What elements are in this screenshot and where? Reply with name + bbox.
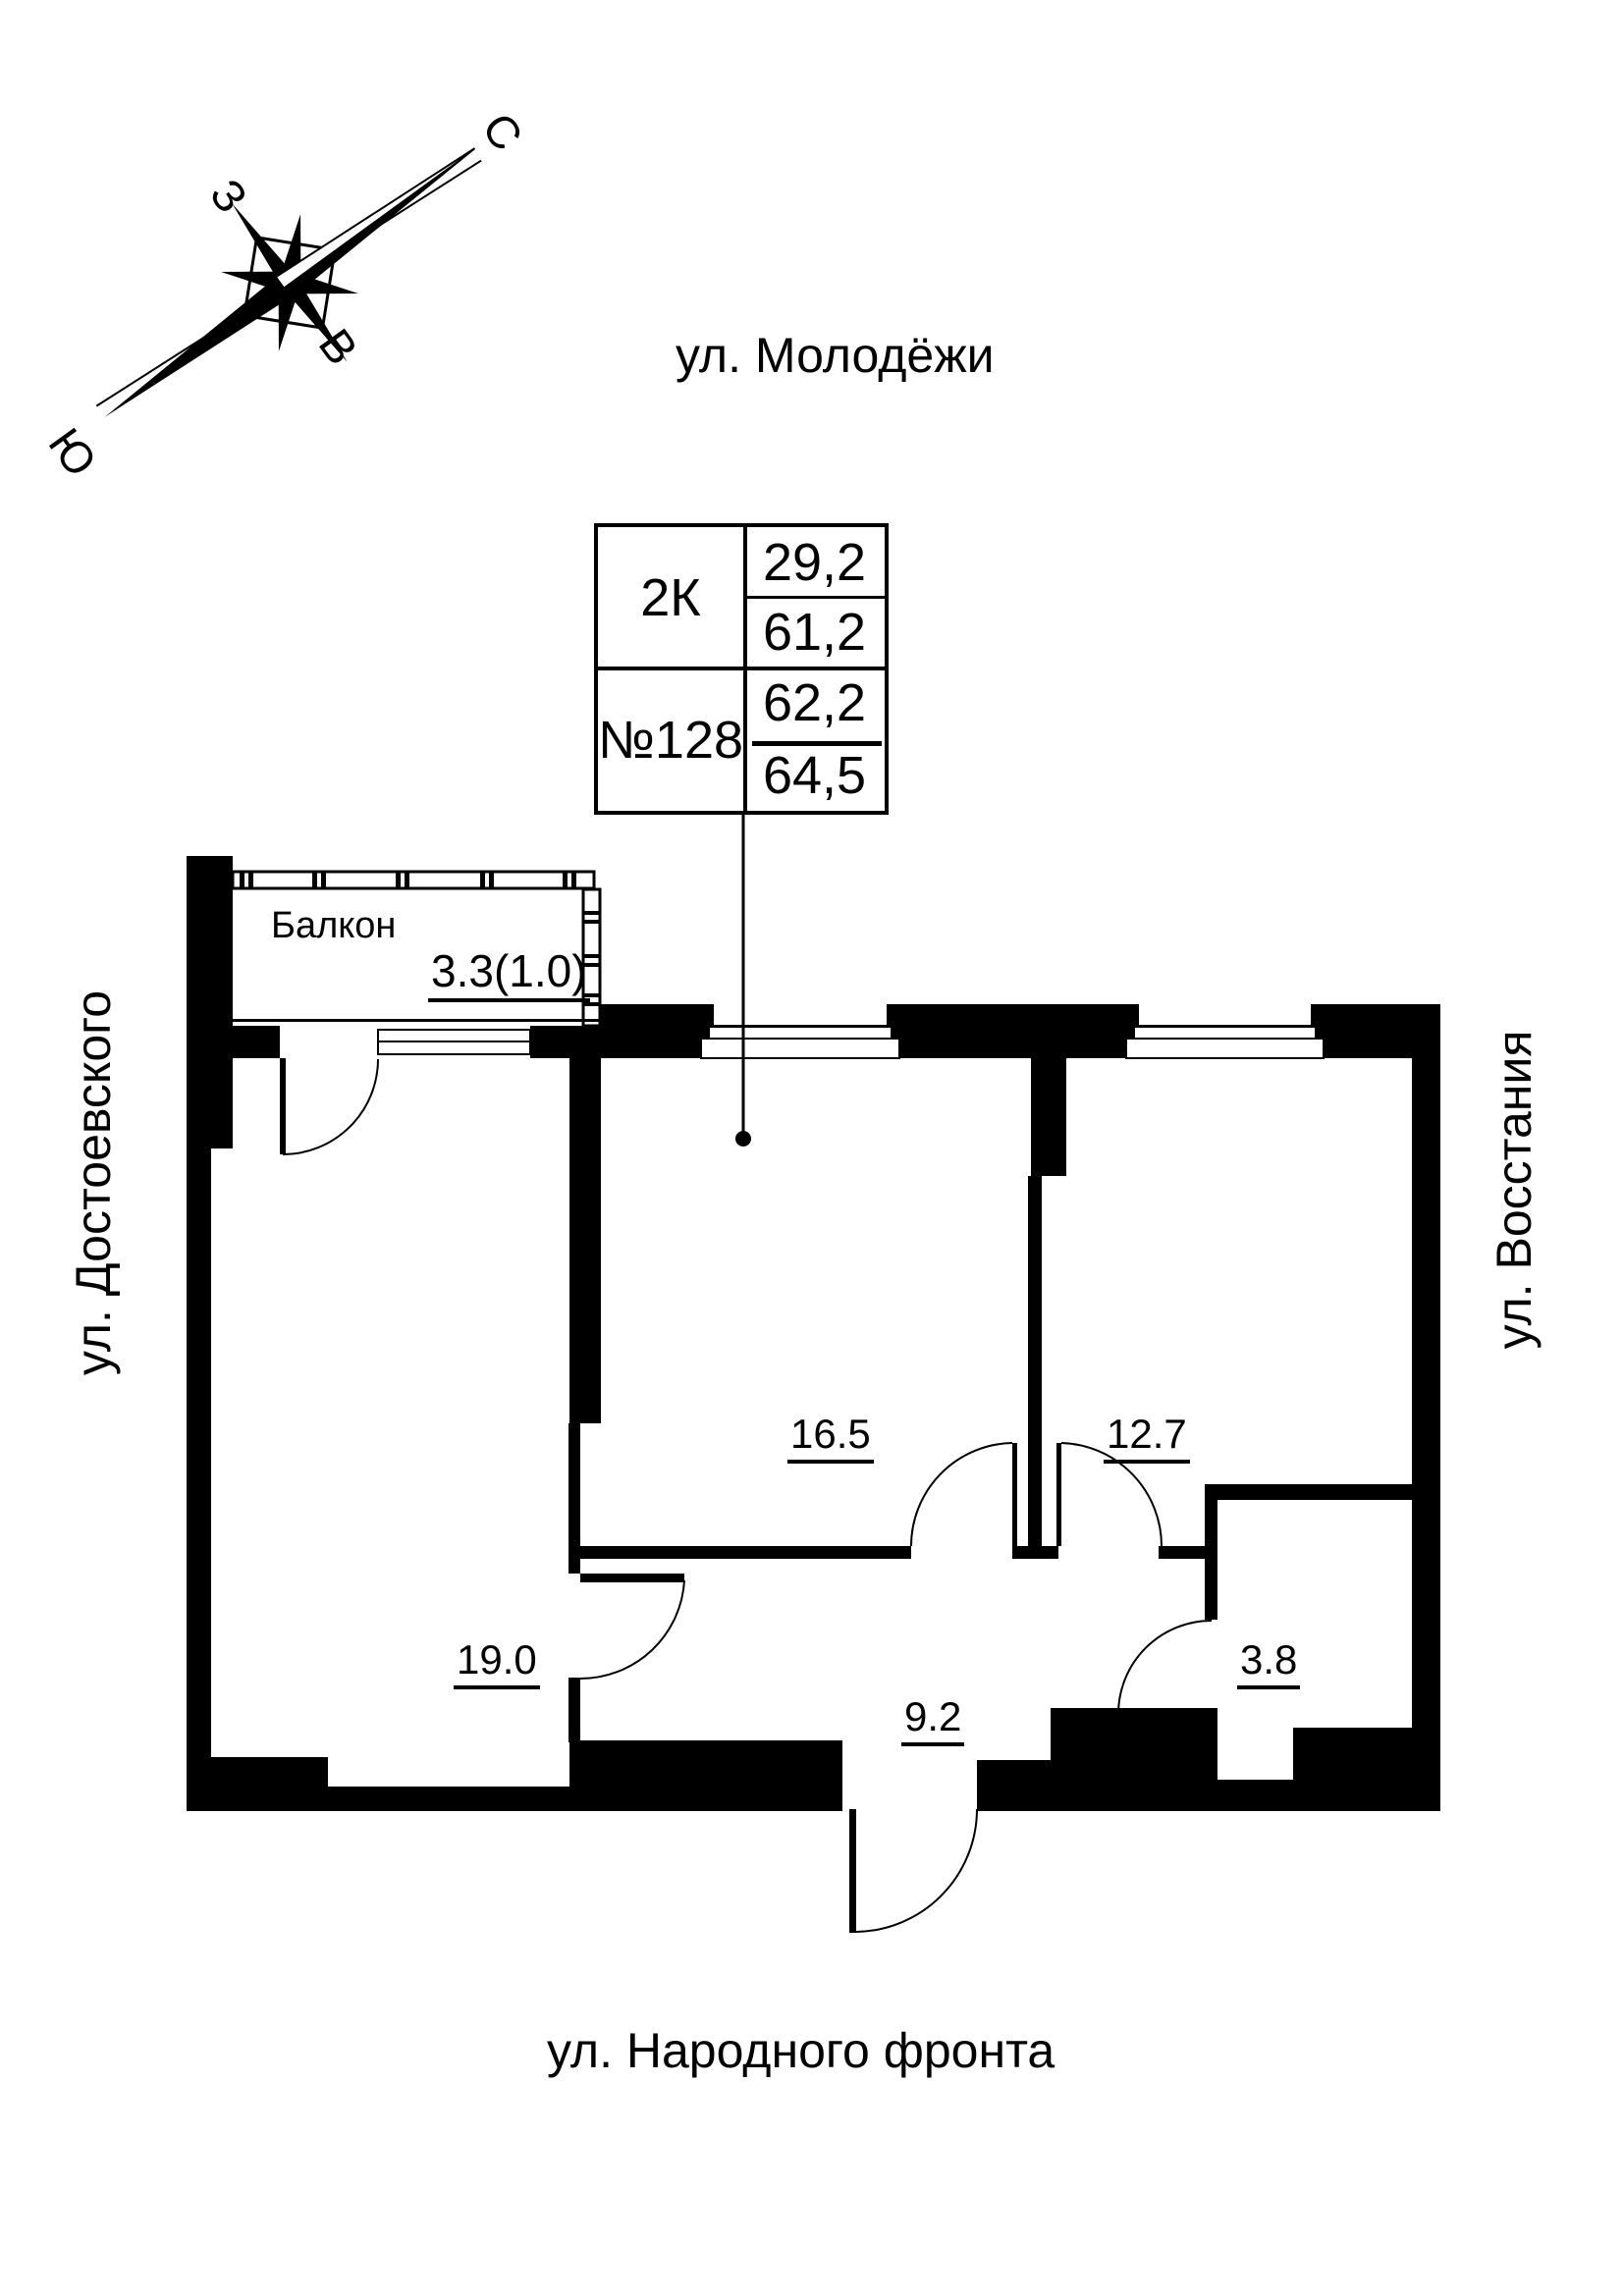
wall-balcony-b bbox=[530, 1026, 601, 1058]
room-16-label: 16.5 bbox=[787, 1414, 874, 1464]
bathroom-door-arc bbox=[1117, 1620, 1213, 1715]
window-2-sill bbox=[1125, 1038, 1325, 1059]
room12-door-arc bbox=[1060, 1442, 1163, 1547]
balcony-label: Балкон bbox=[271, 905, 397, 946]
door-arcs bbox=[282, 1058, 1213, 1933]
wall-balcony-a bbox=[233, 1026, 280, 1058]
balcony-door-leaf bbox=[280, 1058, 286, 1154]
wall-right bbox=[1412, 1058, 1440, 1811]
room19-door-arc bbox=[579, 1579, 685, 1681]
street-label-left: ул. Достоевского bbox=[66, 989, 121, 1376]
compass-label-south: Ю bbox=[39, 419, 107, 486]
room19-door-leaf bbox=[580, 1574, 684, 1582]
wall-a-thin bbox=[568, 1423, 580, 1574]
apartment-type: 2К bbox=[640, 568, 701, 627]
windows bbox=[377, 1025, 1325, 1059]
balcony-slab-line bbox=[233, 1019, 601, 1022]
wall-bottom-4 bbox=[977, 1760, 1051, 1811]
railing-top bbox=[231, 870, 596, 890]
window-2-frame bbox=[1133, 1026, 1317, 1040]
wall-bottom-1 bbox=[187, 1757, 328, 1811]
table-fraction-bar bbox=[752, 741, 882, 746]
room-19-label: 19.0 bbox=[454, 1639, 540, 1689]
entrance-door-arc bbox=[855, 1808, 978, 1933]
wall-top-1 bbox=[599, 1004, 714, 1058]
compass-label-north: С bbox=[472, 103, 533, 159]
balcony-door-arc bbox=[282, 1058, 379, 1155]
wall-bottom-6 bbox=[1217, 1780, 1293, 1811]
hall-9-label: 9.2 bbox=[901, 1696, 965, 1746]
room12-door-leaf bbox=[1056, 1443, 1061, 1546]
wall-bottom-2 bbox=[328, 1787, 569, 1811]
room16-door-arc bbox=[910, 1442, 1013, 1547]
compass-rose: С Ю З В bbox=[39, 103, 533, 486]
wall-b-left bbox=[580, 1546, 911, 1559]
apartment-info-table: 2К №128 29,2 61,2 62,2 64,5 bbox=[594, 523, 889, 815]
compass-label-west: З bbox=[200, 170, 257, 222]
leader-line bbox=[735, 815, 751, 1147]
balcony-railing bbox=[231, 870, 602, 1028]
apartment-number: №128 bbox=[597, 710, 744, 770]
street-label-right: ул. Восстания bbox=[1487, 1030, 1542, 1350]
compass-south-needle bbox=[104, 272, 298, 417]
table-divider-right-top bbox=[747, 596, 885, 599]
wall-bath-left-lower bbox=[1205, 1711, 1217, 1811]
area-mid1: 61,2 bbox=[762, 603, 867, 662]
wall-c-lower bbox=[1028, 1176, 1042, 1546]
wall-top-2 bbox=[887, 1004, 1139, 1058]
wall-a-thick bbox=[569, 1058, 601, 1423]
area-living: 29,2 bbox=[762, 533, 867, 592]
wall-left-upper bbox=[187, 856, 233, 1148]
wall-top-3 bbox=[1311, 1004, 1440, 1058]
wall-bottom-7 bbox=[1293, 1728, 1440, 1811]
door-leaves bbox=[280, 1058, 1217, 1933]
leader-dot bbox=[735, 1131, 751, 1147]
entrance-door-leaf bbox=[849, 1809, 856, 1933]
wall-bath-top bbox=[1205, 1484, 1414, 1500]
wall-c-upper bbox=[1031, 1058, 1066, 1176]
wall-b-right bbox=[1159, 1546, 1217, 1559]
window-1-frame bbox=[708, 1026, 893, 1040]
street-label-top: ул. Молодёжи bbox=[676, 328, 995, 383]
wall-bottom-3 bbox=[569, 1740, 842, 1811]
railing-right-posts bbox=[583, 911, 600, 1006]
bathroom-label: 3.8 bbox=[1237, 1639, 1301, 1689]
room16-door-leaf bbox=[1012, 1443, 1017, 1546]
walls bbox=[187, 856, 1440, 1811]
bathroom-door-leaf bbox=[1118, 1711, 1217, 1717]
railing-posts bbox=[240, 872, 576, 888]
room-12-label: 12.7 bbox=[1104, 1414, 1190, 1464]
balcony-area-label: 3.3(1.0) bbox=[428, 948, 590, 1002]
wall-b-center bbox=[1012, 1546, 1058, 1559]
wall-bottom-5 bbox=[1051, 1708, 1217, 1811]
table-divider-middle bbox=[598, 667, 885, 670]
street-label-bottom: ул. Народного фронта bbox=[547, 2023, 1055, 2078]
wall-a-stub bbox=[568, 1678, 580, 1742]
wall-bath-left-upper bbox=[1205, 1484, 1217, 1620]
window-1-sill bbox=[700, 1038, 900, 1059]
area-total: 64,5 bbox=[762, 745, 867, 805]
area-mid2: 62,2 bbox=[762, 673, 867, 732]
wall-left-lower bbox=[187, 1148, 211, 1811]
compass-north-needle-half bbox=[283, 148, 475, 298]
